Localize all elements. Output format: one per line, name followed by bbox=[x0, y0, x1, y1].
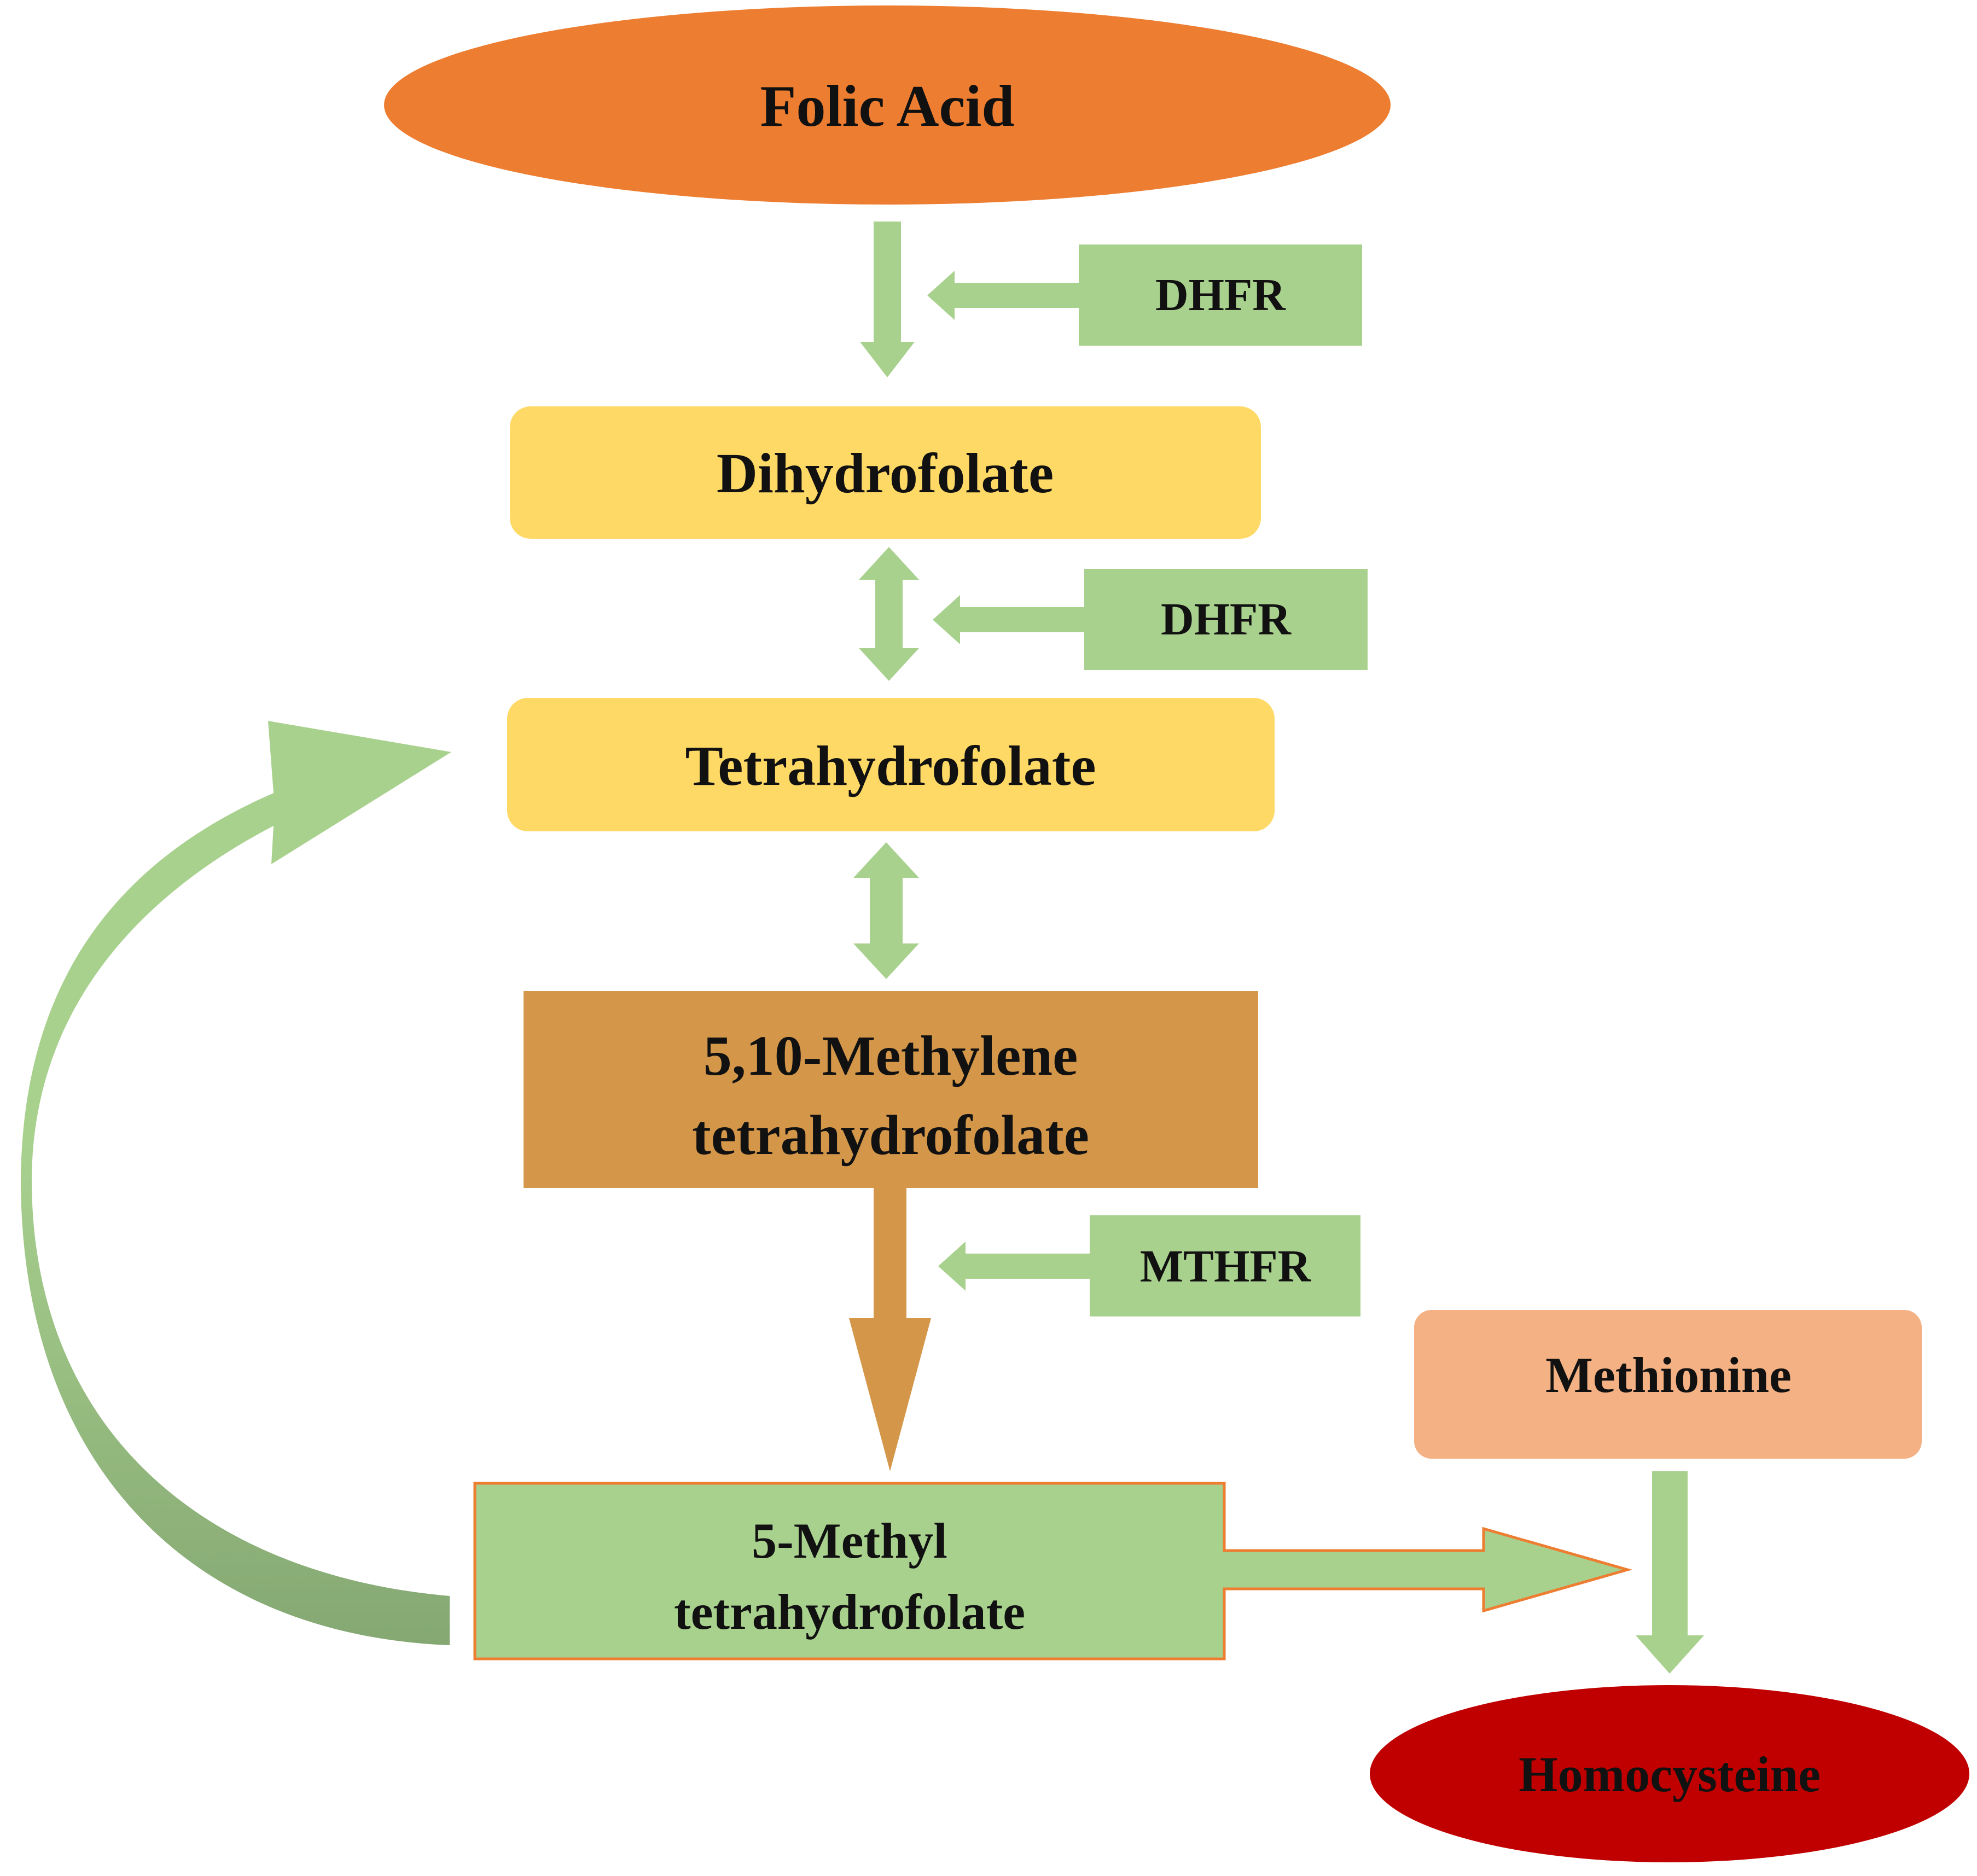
methionine-shape bbox=[1414, 1310, 1922, 1459]
dhfr-enzyme-2: DHFR bbox=[933, 569, 1368, 670]
homocysteine-shape bbox=[1370, 1685, 1969, 1862]
folic-acid-node: Folic Acid bbox=[384, 5, 1391, 205]
dhfr-label-1: DHFR bbox=[1155, 270, 1286, 321]
arrow-tetrahydrofolate-methylene bbox=[853, 842, 919, 979]
tetrahydrofolate-label: Tetrahydrofolate bbox=[685, 735, 1096, 797]
methyl-thf-node: 5-Methyl tetrahydrofolate bbox=[473, 1482, 1633, 1661]
folic-acid-shape bbox=[384, 5, 1391, 205]
methionine-node: Methionine bbox=[1414, 1310, 1922, 1459]
dhfr-box-1 bbox=[1079, 244, 1362, 346]
methylene-thf-shape bbox=[524, 991, 1258, 1188]
homocysteine-node: Homocysteine bbox=[1370, 1685, 1969, 1862]
methylene-thf-label-line1: 5,10-Methylene bbox=[703, 1024, 1078, 1087]
methylene-thf-node: 5,10-Methylene tetrahydrofolate bbox=[524, 991, 1258, 1188]
methyl-thf-label-line2: tetrahydrofolate bbox=[674, 1584, 1025, 1640]
mthfr-arrow bbox=[938, 1242, 1090, 1291]
dhfr-enzyme-1: DHFR bbox=[927, 244, 1362, 346]
methylene-thf-label-line2: tetrahydrofolate bbox=[692, 1104, 1089, 1167]
arrow-methionine-to-homocysteine bbox=[1636, 1471, 1704, 1674]
mthfr-box bbox=[1090, 1215, 1360, 1316]
folic-acid-label: Folic Acid bbox=[760, 74, 1015, 139]
recycle-curved-arrow bbox=[21, 721, 451, 1645]
methionine-label: Methionine bbox=[1545, 1347, 1792, 1403]
dihydrofolate-label: Dihydrofolate bbox=[717, 442, 1054, 505]
tetrahydrofolate-node: Tetrahydrofolate bbox=[507, 698, 1275, 831]
homocysteine-label: Homocysteine bbox=[1519, 1746, 1821, 1802]
methyl-thf-label-line1: 5-Methyl bbox=[752, 1513, 947, 1569]
dhfr-arrow-2 bbox=[933, 595, 1084, 644]
arrow-folic-to-dihydrofolate bbox=[860, 222, 915, 377]
mthfr-label: MTHFR bbox=[1140, 1241, 1312, 1292]
mthfr-enzyme: MTHFR bbox=[938, 1215, 1360, 1316]
tetrahydrofolate-shape bbox=[507, 698, 1275, 831]
dhfr-box-2 bbox=[1084, 569, 1368, 670]
dhfr-label-2: DHFR bbox=[1161, 594, 1292, 645]
dhfr-arrow-1 bbox=[927, 271, 1079, 320]
dihydrofolate-shape bbox=[510, 406, 1261, 539]
arrow-methylene-to-methyl bbox=[849, 1188, 931, 1471]
methyl-thf-shape bbox=[473, 1482, 1633, 1661]
dihydrofolate-node: Dihydrofolate bbox=[510, 406, 1261, 539]
arrow-dihydrofolate-tetrahydrofolate bbox=[859, 547, 919, 681]
